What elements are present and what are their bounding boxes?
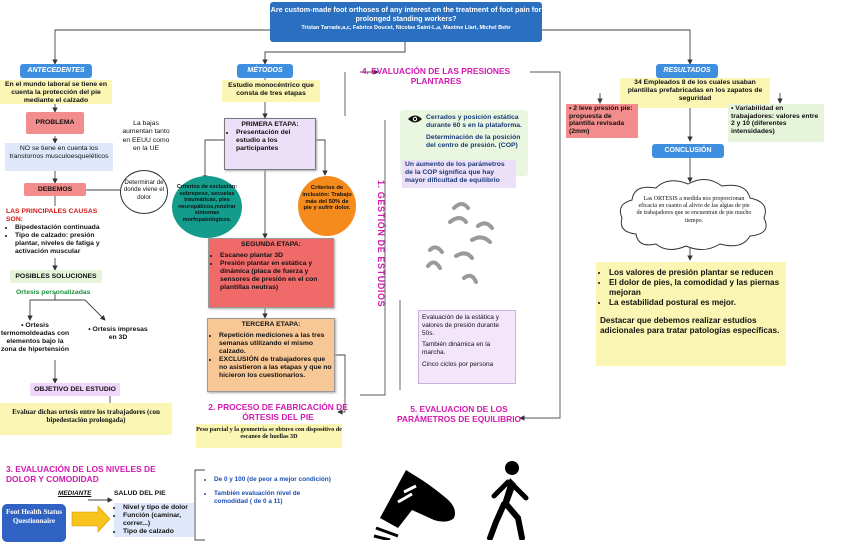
scale-item: De 0 y 100 (de peor a mejor condición) — [214, 476, 335, 484]
ortesis-termomoldeadas: • Ortesis termomoldeadas con elementos b… — [0, 322, 70, 353]
resultado-der-text: Variabilidad en trabajadores: valores en… — [731, 105, 819, 135]
dolor-title: 3. EVALUACIÓN DE LOS NIVELES DE DOLOR Y … — [6, 464, 156, 484]
objetivo-label: OBJETIVO DEL ESTUDIO — [30, 383, 120, 396]
inclusion-title: Criterios de inclusión: — [302, 185, 344, 198]
fhsq-box: Foot Health Status Questionnaire — [2, 504, 66, 542]
objetivo-text: Evaluar dichas ortesis entre los trabaja… — [0, 403, 172, 435]
findings-box: Los valores de presión plantar se reduce… — [596, 262, 786, 366]
ortesis-a-text: Ortesis termomoldeadas con elementos baj… — [0, 322, 70, 353]
problema-text: NO se tiene en cuenta los transtornos mu… — [5, 143, 113, 171]
poster-title: Are custom-made foot orthoses of any int… — [270, 2, 542, 42]
segunda-title: SEGUNDA ETAPA: — [241, 241, 301, 248]
dolor-scales: De 0 y 100 (de peor a mejor condición) T… — [205, 476, 335, 546]
exclusion-text: Criterios de exclusión: sobrepeso, secue… — [176, 184, 238, 223]
equilibrio-text1: Evaluación de la estática y valores de p… — [422, 314, 499, 337]
segunda-list: Escaneo plantar 3D Presión plantar en es… — [211, 252, 331, 292]
primera-item: Presentación del estudio a los participa… — [236, 129, 313, 153]
equilibrio-box: Evaluación de la estática y valores de p… — [418, 310, 516, 384]
causa-item: Tipo de calzado: presión plantar, nivele… — [15, 232, 116, 256]
authors: Tristan Tarrade,a,c, Fabrice Doucet, Nic… — [301, 25, 511, 31]
header-antecedentes: ANTECEDENTES — [20, 64, 92, 78]
scales-list: De 0 y 100 (de peor a mejor condición) T… — [205, 476, 335, 505]
resultado-izq-text: 2 leve presión pie: propuesta de plantil… — [569, 105, 633, 135]
salud-item: Función (caminar, correr...) — [123, 512, 194, 528]
causa-item: Bipedestación continuada — [15, 224, 116, 232]
inclusion-text: Trabajo más del 50% de pie y sufrir dolo… — [303, 191, 352, 212]
eye-icon — [408, 115, 422, 123]
debemos-label: DEBEMOS — [24, 183, 86, 196]
salud-list: Nivel y tipo de dolor Función (caminar, … — [114, 504, 194, 536]
finding-item: La estabilidad postural es mejor. — [609, 298, 782, 308]
ortesis-b-text: Ortesis impresas en 3D — [92, 326, 148, 341]
ortesis-label: Ortesis personalizadas — [16, 289, 91, 296]
salud-title: SALUD DEL PIE — [114, 490, 166, 497]
scale-item: También evaluación nivel de comodidad ( … — [214, 490, 335, 506]
metodos-intro: Estudio monocéntrico que consta de tres … — [222, 80, 320, 102]
determinar-circle: Determinar de donde viene el dolor — [120, 170, 168, 214]
tercera-etapa: TERCERA ETAPA: Repetición mediciones a l… — [207, 318, 335, 392]
finding-item: Los valores de presión plantar se reduce… — [609, 268, 782, 278]
header-resultados: RESULTADOS — [656, 64, 718, 78]
resultado-izq: • 2 leve presión pie: propuesta de plant… — [566, 104, 638, 138]
findings-list: Los valores de presión plantar se reduce… — [600, 268, 782, 308]
tercera-title: TERCERA ETAPA: — [241, 321, 301, 328]
exclusion-circle: Criterios de exclusión: sobrepeso, secue… — [172, 176, 242, 238]
tercera-list: Repetición mediciones a las tres semanas… — [210, 332, 332, 380]
walking-person-icon — [482, 460, 538, 541]
equilibrio-text2: También dinámica en la marcha. — [422, 341, 491, 357]
conclusion-label: CONCLUSIÓN — [652, 144, 724, 158]
finding-item: El dolor de pies, la comodidad y las pie… — [609, 278, 782, 298]
causas-list: Bipedestación continuada Tipo de calzado… — [6, 224, 116, 256]
title-text: Are custom-made foot orthoses of any int… — [270, 5, 542, 23]
presiones-text1: Cerrados y posición estática durante 60 … — [426, 114, 522, 129]
tercera-item: Repetición mediciones a las tres semanas… — [219, 332, 332, 356]
salud-block: SALUD DEL PIE Nivel y tipo de dolor Func… — [114, 490, 194, 546]
yellow-arrow-icon — [71, 505, 111, 533]
conclusion-cloud: Las ORTESIS a medida nos proporcionan ef… — [614, 176, 772, 252]
bajas-text: La bajas aumentan tanto en EEUU como en … — [122, 120, 170, 152]
destacar-text: Destacar que debemos realizar estudios a… — [600, 316, 780, 335]
determinar-text: Determinar de donde viene el dolor — [123, 179, 165, 201]
presiones-title: 4. EVALUACIÓN DE LAS PRESIONES PLANTARES — [361, 66, 511, 86]
segunda-item: Presión plantar en estática y dinámica (… — [220, 260, 331, 292]
ortesis-3d: • Ortesis impresas en 3D — [88, 326, 148, 341]
presiones-note: Un aumento de los parámetros de la COP s… — [402, 160, 516, 188]
inclusion-circle: Criterios de inclusión: Trabajo más del … — [298, 176, 356, 236]
cloud-shape-icon — [619, 179, 767, 250]
shoe-step-icon — [372, 458, 462, 542]
tercera-item: EXCLUSIÓN de trabajadores que no asistie… — [219, 356, 332, 380]
segunda-item: Escaneo plantar 3D — [220, 252, 331, 260]
gestion-title: 1. GESTIÓN DE ESTUDIOS — [376, 180, 386, 308]
problema-label: PROBLEMA — [26, 112, 84, 134]
causas-title: LAS PRINCIPALES CAUSAS SON: — [6, 208, 98, 223]
resultados-intro: 34 Empleados 8 de los cuales usaban plan… — [620, 78, 770, 108]
primera-etapa: PRIMERA ETAPA: Presentación del estudio … — [224, 118, 316, 170]
salud-item: Tipo de calzado — [123, 528, 194, 536]
causas-block: LAS PRINCIPALES CAUSAS SON: Bipedestació… — [6, 208, 116, 258]
equilibrio-text3: Cinco ciclos por persona — [422, 360, 494, 368]
resultado-der: • Variabilidad en trabajadores: valores … — [728, 104, 824, 142]
fabricacion-title: 2. PROCESO DE FABRICACIÓN DE ÓRTESIS DEL… — [208, 402, 348, 422]
primera-list: Presentación del estudio a los participa… — [227, 129, 313, 153]
cloud-text: Las ORTESIS a medida nos proporcionan ef… — [636, 196, 752, 224]
primera-title: PRIMERA ETAPA: — [241, 121, 299, 128]
mediante-label: MEDIANTE — [58, 490, 92, 497]
salud-box: Nivel y tipo de dolor Función (caminar, … — [114, 503, 194, 537]
equilibrio-title: 5. EVALUACION DE LOS PARÁMETROS DE EQUIL… — [396, 404, 522, 424]
presiones-text2: Determinación de la posición del centro … — [426, 134, 521, 149]
antecedentes-intro: En el mundo laboral se tiene en cuenta l… — [0, 80, 112, 104]
salud-item: Nivel y tipo de dolor — [123, 504, 194, 512]
segunda-etapa: SEGUNDA ETAPA: Escaneo plantar 3D Presió… — [208, 238, 334, 308]
footprints-icon — [420, 198, 508, 290]
header-metodos: MÉTODOS — [237, 64, 293, 78]
fabricacion-text: Peso parcial y la geometría se obtuvo co… — [196, 424, 342, 448]
soluciones-label: POSIBLES SOLUCIONES — [10, 270, 102, 283]
